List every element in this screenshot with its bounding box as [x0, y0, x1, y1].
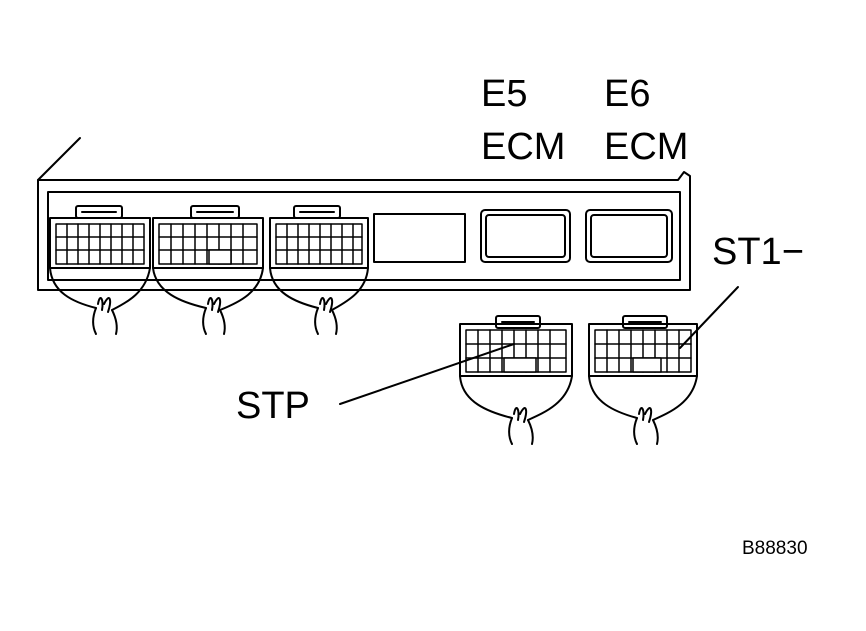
st1-terminal-label: ST1−	[712, 231, 804, 273]
e5-ecm-label: ECM	[481, 126, 566, 168]
connector-socket-blank	[373, 213, 466, 263]
stp-terminal-label: STP	[236, 385, 310, 427]
e6-ecm-label: ECM	[604, 126, 689, 168]
e5-harness-connector	[459, 315, 573, 445]
plugged-connector-3	[269, 205, 369, 269]
connector-socket-e6	[585, 209, 673, 263]
wire-harness-2	[152, 267, 264, 335]
st1-leader-line	[679, 286, 739, 349]
wire-harness-3	[269, 267, 369, 335]
e5-label: E5	[481, 73, 528, 115]
e6-label: E6	[604, 73, 651, 115]
stp-leader-line	[339, 343, 515, 405]
plugged-connector-2	[152, 205, 264, 269]
figure-id: B88830	[742, 538, 808, 559]
wire-harness-1	[49, 267, 151, 335]
ecm-housing	[37, 137, 691, 291]
plugged-connector-1	[49, 205, 151, 269]
connector-socket-e5	[480, 209, 571, 263]
e6-harness-connector	[588, 315, 698, 445]
